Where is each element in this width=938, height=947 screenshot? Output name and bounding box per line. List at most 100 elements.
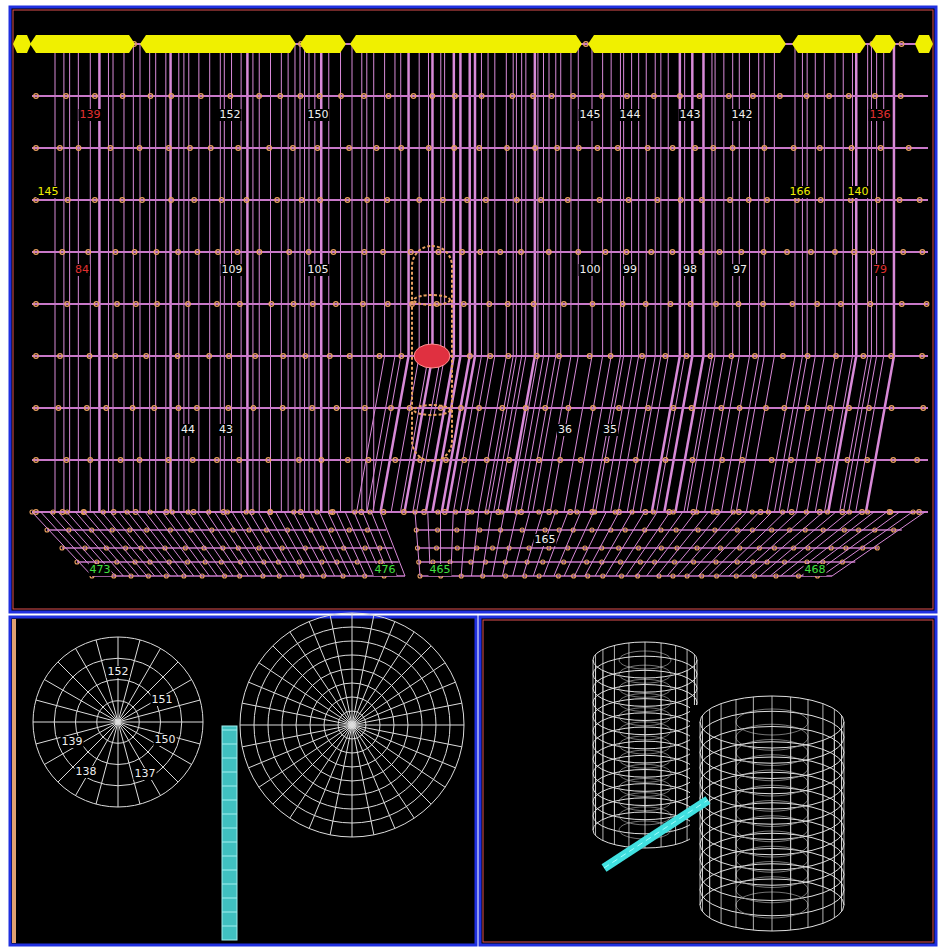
- mesh-node: [906, 146, 911, 151]
- mesh-node: [715, 574, 719, 578]
- mesh-node: [842, 528, 846, 532]
- mesh-line: [67, 512, 124, 576]
- mesh-node: [746, 198, 751, 203]
- mesh-node: [861, 354, 866, 359]
- mesh-node: [543, 528, 547, 532]
- plan-spoke: [352, 725, 464, 726]
- mesh-node: [590, 302, 595, 307]
- mesh-node: [225, 510, 229, 514]
- mesh-node: [477, 146, 482, 151]
- mesh-line: [739, 512, 810, 576]
- mesh-line: [304, 44, 305, 512]
- mesh-node: [399, 146, 404, 151]
- mesh-node: [164, 574, 168, 578]
- mesh-node: [334, 302, 339, 307]
- mesh-node: [140, 198, 145, 203]
- mesh-node: [537, 574, 541, 578]
- mesh-line: [337, 512, 366, 576]
- mesh-node: [441, 198, 446, 203]
- mesh-line: [155, 44, 156, 512]
- mesh-node: [381, 510, 386, 515]
- callout-number: 142: [731, 109, 754, 121]
- plan-beam-segment: [222, 870, 237, 871]
- mesh-node: [113, 250, 118, 255]
- top-panel: [10, 7, 936, 612]
- mesh-node: [34, 250, 39, 255]
- callout-number: 139: [61, 736, 84, 748]
- mesh-node: [188, 146, 193, 151]
- mesh-node: [280, 546, 284, 550]
- mesh-line: [461, 512, 466, 576]
- mesh-node: [663, 354, 668, 359]
- callout-number: 79: [872, 264, 888, 276]
- mesh-line: [626, 512, 670, 576]
- mesh-node: [362, 250, 367, 255]
- mesh-node: [34, 94, 39, 99]
- mesh-line: [319, 512, 350, 576]
- mesh-node: [519, 250, 524, 255]
- cylinder-generator: [595, 654, 596, 824]
- mesh-node: [236, 146, 241, 151]
- mesh-node: [571, 94, 576, 99]
- mesh-node: [237, 458, 242, 463]
- mesh-line: [32, 511, 928, 513]
- mesh-node: [110, 528, 114, 532]
- mesh-node: [818, 146, 823, 151]
- mesh-line: [640, 356, 668, 512]
- mesh-node: [216, 250, 221, 255]
- mesh-node: [587, 354, 592, 359]
- top-panel-frame: [13, 10, 933, 609]
- mesh-line: [252, 44, 253, 512]
- cylinder-generator: [753, 697, 754, 880]
- mesh-node: [839, 302, 844, 307]
- mesh-node: [699, 250, 704, 255]
- mesh-node: [120, 198, 125, 203]
- mesh-node: [452, 146, 457, 151]
- mesh-node: [362, 94, 367, 99]
- mesh-node: [735, 528, 739, 532]
- mesh-node: [64, 94, 69, 99]
- mesh-line: [169, 44, 172, 512]
- mesh-node: [339, 94, 344, 99]
- mesh-node: [318, 198, 323, 203]
- mesh-node: [708, 354, 713, 359]
- mesh-line: [596, 356, 624, 512]
- mesh-line: [507, 356, 535, 512]
- mesh-node: [889, 510, 893, 514]
- plan-spoke: [36, 700, 118, 722]
- mesh-node: [591, 406, 596, 411]
- mesh-node: [785, 250, 790, 255]
- mesh-node: [617, 406, 622, 411]
- mesh-node: [287, 250, 292, 255]
- callout-number: 152: [107, 666, 130, 678]
- mesh-line: [687, 356, 715, 512]
- callout-number: 138: [75, 766, 98, 778]
- mesh-node: [671, 574, 675, 578]
- mesh-node: [56, 406, 61, 411]
- mesh-node: [134, 302, 139, 307]
- mesh-node: [328, 354, 333, 359]
- mesh-node: [753, 574, 757, 578]
- support-hexagon: [140, 35, 296, 53]
- cylinder-generator: [602, 649, 603, 819]
- mesh-node: [409, 250, 414, 255]
- plan-spoke: [273, 725, 352, 804]
- mesh-line: [592, 356, 620, 512]
- mesh-node: [244, 198, 249, 203]
- mesh-node: [557, 354, 562, 359]
- mesh-node: [620, 302, 625, 307]
- mesh-line: [302, 512, 335, 576]
- mesh-node: [34, 406, 39, 411]
- callout-number: 137: [134, 768, 157, 780]
- mesh-node: [137, 458, 142, 463]
- mesh-line: [815, 356, 843, 512]
- mesh-node: [435, 546, 439, 550]
- mesh-line: [832, 512, 925, 576]
- mesh-line: [373, 356, 401, 512]
- mesh-node: [154, 250, 159, 255]
- mesh-node: [730, 146, 735, 151]
- mesh-node: [892, 528, 896, 532]
- mesh-node: [148, 94, 153, 99]
- mesh-node: [915, 458, 920, 463]
- mesh-node: [269, 302, 274, 307]
